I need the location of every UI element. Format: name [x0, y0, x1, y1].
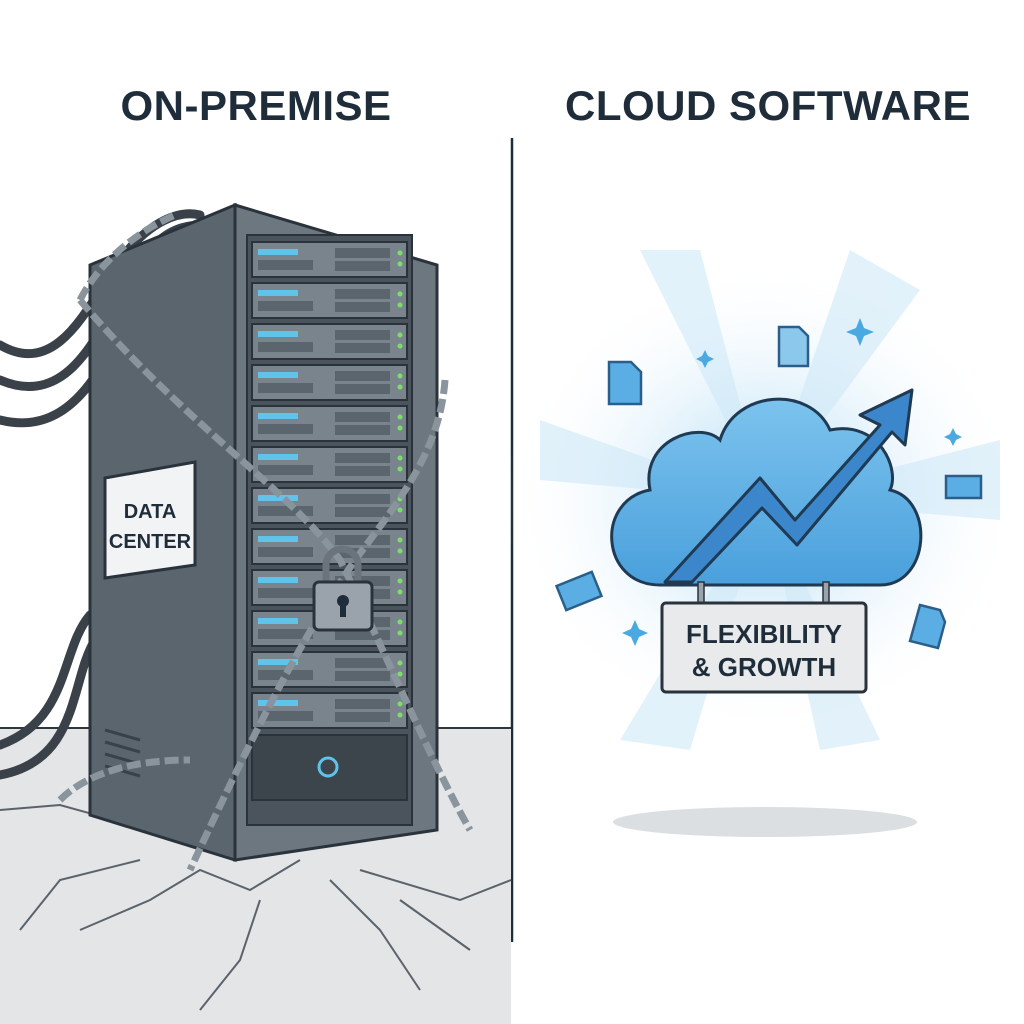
server-unit	[251, 446, 408, 483]
server-unit	[251, 651, 408, 688]
server-unit	[251, 692, 408, 729]
card-icon	[944, 474, 983, 500]
server-unit	[251, 487, 408, 524]
cloud-software-title: CLOUD SOFTWARE	[565, 82, 971, 129]
cloud-shadow	[613, 807, 917, 837]
growth-arrow-icon	[663, 388, 914, 584]
data-center-label: DATA CENTER	[103, 460, 197, 580]
server-unit	[251, 405, 408, 442]
label-line-1: DATA	[124, 501, 177, 523]
sparkle-icon	[622, 318, 962, 646]
server-unit	[251, 241, 408, 278]
sign-line-1: FLEXIBILITY	[686, 619, 842, 649]
document-icon	[607, 325, 947, 650]
server-unit	[251, 282, 408, 319]
padlock-icon	[312, 545, 374, 632]
chains	[57, 211, 474, 872]
server-rack: DATA CENTER	[88, 202, 439, 863]
server-unit	[251, 323, 408, 360]
on-premise-title: ON-PREMISE	[120, 82, 392, 129]
email-icon	[554, 570, 604, 612]
sign-line-2: & GROWTH	[692, 652, 836, 682]
server-unit	[251, 364, 408, 401]
label-line-2: CENTER	[109, 531, 192, 553]
flexibility-sign: FLEXIBILITY & GROWTH	[660, 581, 868, 694]
